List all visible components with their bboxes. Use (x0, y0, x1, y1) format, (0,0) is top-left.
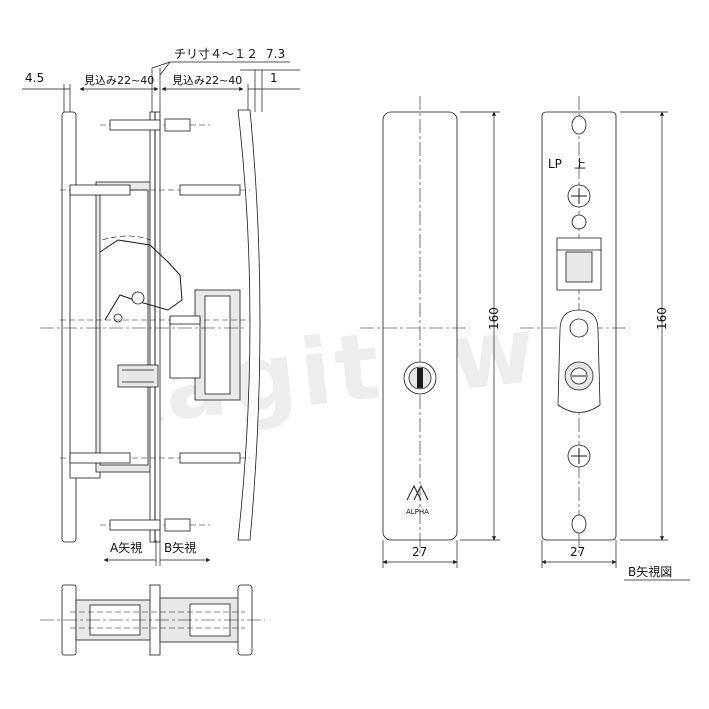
plate-a: ALPHA 160 27 (360, 96, 501, 568)
screw-bottom-1 (100, 518, 210, 532)
lp-mark: LP (548, 157, 562, 171)
dim-plate-a-width: 27 (412, 545, 427, 559)
dim-right-gap: 1 (270, 71, 278, 85)
section-view (40, 584, 265, 656)
screw-bottom-2 (60, 452, 250, 464)
label-view-a: A矢視 (110, 540, 142, 555)
dim-mikomi-right: 見込み22~40 (172, 74, 242, 87)
dim-plate-b-height: 160 (655, 307, 669, 330)
side-view: 4.5 見込み22~40 チリ寸４～１２ 7.3 見込み22~40 1 (22, 47, 300, 566)
dim-top-left: 4.5 (25, 71, 44, 85)
dim-top-right: 7.3 (266, 47, 285, 61)
dim-mikomi-left: 見込み22~40 (84, 74, 154, 87)
screw-top-1 (100, 118, 210, 132)
up-mark: 上 (574, 157, 586, 171)
screw-mid (60, 315, 250, 325)
brand-label: ALPHA (406, 508, 429, 516)
screw-top-2 (60, 184, 250, 196)
caption-plate-b: B矢視図 (628, 564, 672, 579)
dim-plate-a-height: 160 (487, 307, 501, 330)
plate-b: LP 上 160 27 B矢視図 (520, 96, 690, 581)
dim-chiri: チリ寸４～１２ (174, 47, 258, 61)
label-view-b: B矢視 (164, 540, 196, 555)
dim-plate-b-width: 27 (570, 545, 585, 559)
